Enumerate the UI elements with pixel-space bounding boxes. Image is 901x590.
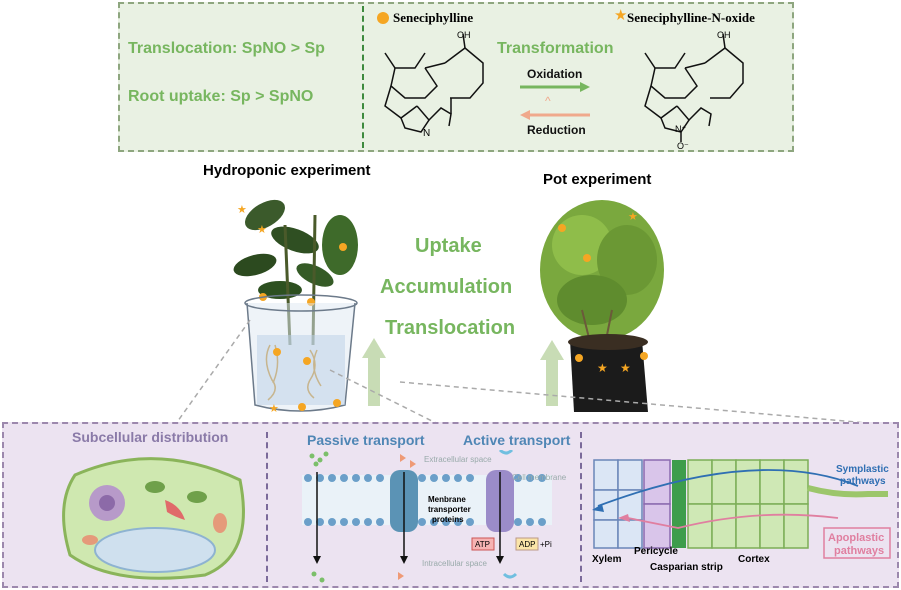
oxidation-label: Oxidation [527,67,582,81]
casparian-label: Casparian strip [650,562,723,573]
sp-dot-icon [583,254,591,262]
reduction-label: Reduction [527,123,586,137]
spno-star-icon: ★ [614,7,628,24]
spno-star-icon: ★ [628,211,638,223]
sp-dot-icon [339,243,347,251]
pi-label: +Pi [540,540,552,549]
sp-dot-icon [273,348,281,356]
oh-left: OH [457,30,471,40]
adp-label: ADP [519,540,535,549]
xylem [593,459,643,549]
process-uptake: Uptake [415,235,482,257]
pericycle [643,459,671,549]
plant-cell-illustration [62,457,245,580]
subcellular-title: Subcellular distribution [72,429,229,445]
root-uptake-ratio: Root uptake: Sp > SpNO [128,88,314,105]
n-atom-left: N [423,128,430,139]
spno-star-icon: ★ [257,224,267,236]
spno-star-icon: ★ [269,403,279,415]
extracellular-label: Extracellular space [424,455,492,464]
apoplastic-path [627,513,839,529]
spno-star-icon: ★ [597,361,608,375]
chloroplast [187,491,207,503]
mechanism-divider-2 [580,432,582,582]
chemistry-divider [362,6,364,148]
active-title: Active transport [463,432,571,448]
membrane-transport-illustration: ATP ADP +Pi Extracellular space Cell mem… [302,450,567,583]
cell-membrane-label: Cell membrane [512,473,567,482]
mechanism-divider-1 [266,432,268,582]
mitochondrion [82,535,98,545]
sp-dot-icon [303,357,311,365]
cortex [687,459,809,549]
transporter-label-2: transporter [428,505,471,514]
apoplastic-label-1: Apoplastic [828,532,884,544]
hydroponic-illustration: ★ ★ ★ [233,199,358,415]
seneciphylline-n-oxide-structure [644,33,744,142]
oh-right: OH [717,30,731,40]
golgi [165,500,185,520]
spno-star-icon: ★ [237,204,247,216]
bush-foliage [540,200,664,340]
seneciphylline-structure [384,33,484,133]
chemistry-structures: N OH Oxidation Reduction ^ N⁺ O⁻ OH [384,30,744,150]
sp-dot-icon [558,224,566,232]
root-hair [807,485,888,498]
n-plus-atom: N⁺ [675,124,686,134]
transform-hat-icon: ^ [545,94,551,108]
sp-dot-icon [640,352,648,360]
transformation-label: Transformation [497,40,614,57]
sp-dot-icon [575,354,583,362]
transporter-label-1: Menbrane [428,495,466,504]
process-translocation: Translocation [385,317,516,339]
passive-title: Passive transport [307,432,425,448]
legend-seneciphylline-n-oxide: Seneciphylline-N-oxide [627,10,755,25]
o-minus-atom: O⁻ [677,141,689,150]
pot-illustration: ★ ★ ★ [540,200,664,412]
atp-label: ATP [475,540,490,549]
process-accumulation: Accumulation [380,276,513,298]
pot [570,340,648,412]
mitochondrion [213,513,227,533]
symplastic-label-1: Symplastic [836,464,889,475]
spno-star-icon: ★ [620,361,631,375]
pot-title: Pot experiment [543,171,652,188]
root-tissue-illustration: Xylem Pericycle Casparian strip Cortex S… [592,459,891,573]
up-arrow-right [540,340,564,406]
hydroponic-title: Hydroponic experiment [203,162,371,179]
pericycle-label: Pericycle [634,546,678,557]
sp-dot-icon [333,399,341,407]
apoplastic-label-2: pathways [834,545,884,557]
sp-dot-icon [298,403,306,411]
transporter-label-3: proteins [432,515,464,524]
cortex-label: Cortex [738,554,770,565]
vacuole [94,527,216,573]
symplastic-path [597,469,859,507]
casparian-strip [672,460,686,548]
intracellular-label: Intracellular space [422,559,487,568]
symplastic-label-2: pathways [840,476,886,487]
translocation-ratio: Translocation: SpNO > Sp [128,40,325,57]
sp-dot-icon [377,12,389,24]
chemistry-panel [118,2,794,152]
up-arrow-left [362,338,386,406]
xylem-label: Xylem [592,554,622,565]
legend-seneciphylline: Seneciphylline [393,10,474,25]
chloroplast [145,481,165,493]
